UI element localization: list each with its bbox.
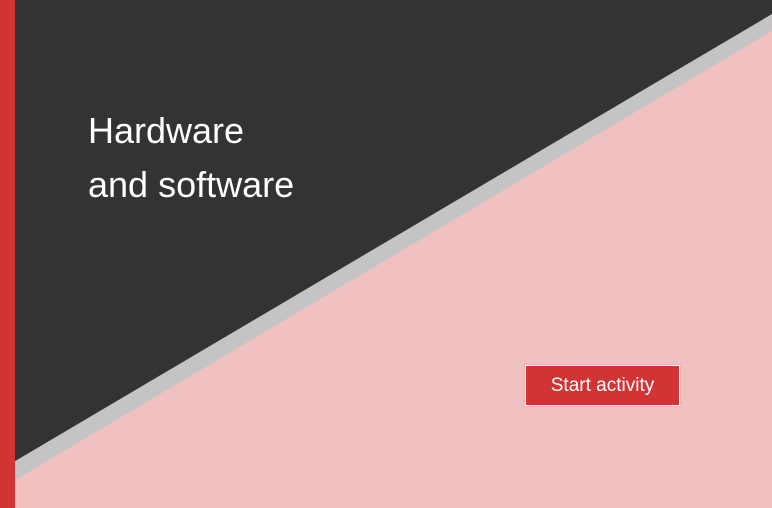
title-line-software: and software <box>88 164 295 205</box>
activity-title: Hardware and software <box>88 104 448 212</box>
dark-background-panel <box>0 0 772 470</box>
title-line-hardware: Hardware <box>88 110 245 151</box>
left-accent-bar <box>0 0 15 508</box>
start-activity-button[interactable]: Start activity <box>525 365 680 406</box>
